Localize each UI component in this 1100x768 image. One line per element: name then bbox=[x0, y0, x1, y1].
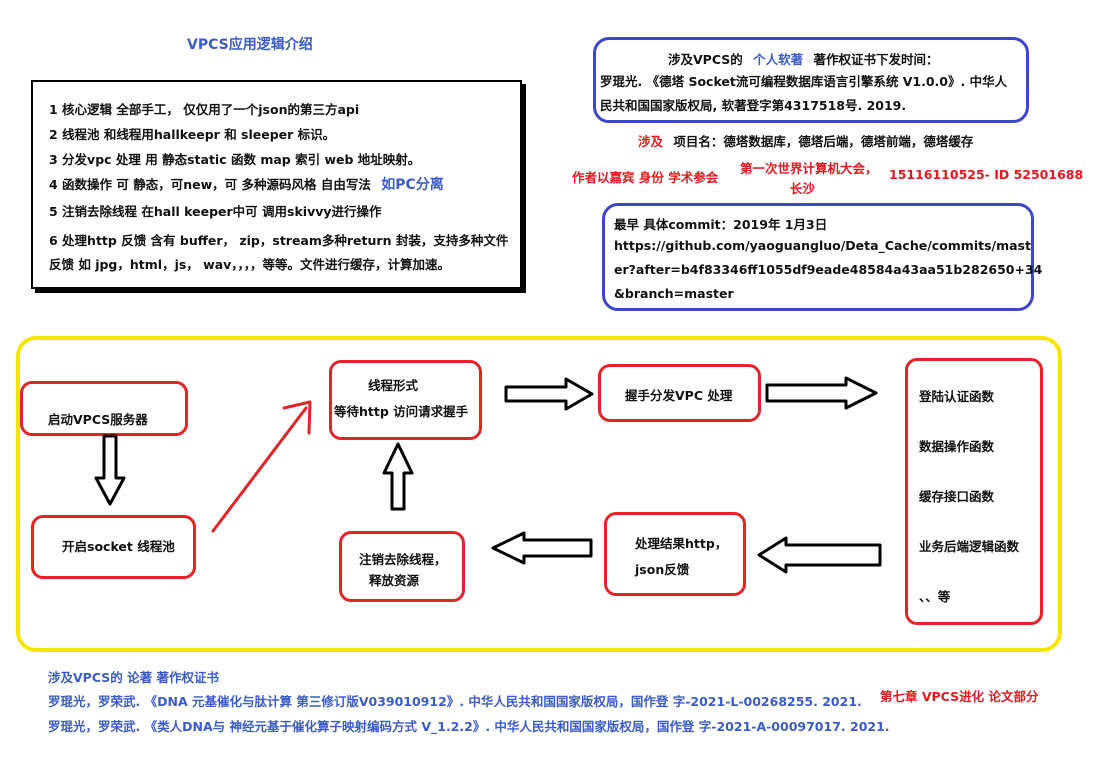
core-line-3: 3 分发vpc 处理 用 静态static 函数 map 索引 web 地址映射… bbox=[49, 152, 421, 167]
function-data: 数据操作函数 bbox=[919, 439, 995, 454]
core-line-2: 2 线程池 和线程用hallkeepr 和 sleeper 标识。 bbox=[49, 127, 336, 142]
core-line-7: 反馈 如 jpg，html，js， wav，，，，等等。文件进行缓存，计算加速。 bbox=[49, 257, 451, 272]
arrow-up-icon bbox=[382, 442, 414, 511]
core-line-1: 1 核心逻辑 全部手工， 仅仅用了一个json的第三方api bbox=[49, 102, 360, 117]
conference-name: 第一次世界计算机大会， bbox=[740, 161, 878, 176]
commit-date: 最早 具体commit：2019年 1月3日 bbox=[614, 217, 828, 232]
thread-title: 线程形式 bbox=[368, 378, 419, 393]
commit-url-line-2: er?after=b4f83346ff1055df9eade48584a43aa… bbox=[614, 262, 1043, 277]
cancel-line-2: 释放资源 bbox=[369, 573, 420, 588]
core-line-6: 6 处理http 反馈 含有 buffer， zip，stream多种retur… bbox=[49, 233, 509, 248]
commit-box: 最早 具体commit：2019年 1月3日 https://github.co… bbox=[602, 203, 1042, 311]
projects-line: 涉及 项目名：德塔数据库，德塔后端，德塔前端，德塔缓存 bbox=[638, 131, 973, 150]
flow-frame bbox=[16, 336, 1062, 652]
arrow-right-icon bbox=[504, 377, 594, 411]
result-line-1: 处理结果http， bbox=[635, 536, 728, 551]
arrow-right-icon bbox=[765, 376, 878, 410]
copyright-line-2: 罗琨光. 《德塔 Socket流可编程数据库语言引擎系统 V1.0.0》. 中华… bbox=[600, 74, 1008, 89]
chapter-note: 第七章 VPCS进化 论文部分 bbox=[880, 689, 1039, 704]
copyright-prefix: 涉及VPCS的 bbox=[668, 52, 743, 67]
function-business: 业务后端逻辑函数 bbox=[919, 539, 1020, 554]
functions-box: 登陆认证函数 数据操作函数 缓存接口函数 业务后端逻辑函数 、、等 bbox=[905, 358, 1043, 625]
cancel-line-1: 注销去除线程， bbox=[359, 552, 447, 567]
dispatch-box: 握手分发VPC 处理 bbox=[598, 364, 761, 422]
socket-pool-label: 开启socket 线程池 bbox=[62, 539, 175, 554]
thread-subtitle: 等待http 访问请求握手 bbox=[334, 404, 469, 419]
start-server-label: 启动VPCS服务器 bbox=[48, 412, 148, 427]
arrow-left-icon bbox=[757, 536, 882, 574]
arrow-left-icon bbox=[491, 531, 593, 565]
copyright-highlight: 个人软著 bbox=[753, 52, 804, 67]
software-copyright-box: 涉及VPCS的 个人软著 著作权证书下发时间： 罗琨光. 《德塔 Socket流… bbox=[593, 37, 1029, 123]
function-cache: 缓存接口函数 bbox=[919, 489, 995, 504]
core-line-5: 5 注销去除线程 在hall keeper中可 调用skivvy进行操作 bbox=[49, 204, 382, 219]
page-title: VPCS应用逻辑介绍 bbox=[187, 37, 313, 53]
thread-box: 线程形式 等待http 访问请求握手 bbox=[329, 360, 482, 440]
function-login: 登陆认证函数 bbox=[919, 389, 995, 404]
dispatch-label: 握手分发VPC 处理 bbox=[625, 388, 733, 403]
footer-reference-1: 罗琨光，罗荣武. 《DNA 元基催化与肽计算 第三修订版V039010912》.… bbox=[48, 694, 862, 709]
result-line-2: json反馈 bbox=[635, 562, 690, 577]
result-box: 处理结果http， json反馈 bbox=[604, 512, 746, 596]
socket-pool-box: 开启socket 线程池 bbox=[31, 515, 196, 579]
copyright-suffix: 著作权证书下发时间： bbox=[813, 52, 939, 67]
cancel-thread-box: 注销去除线程， 释放资源 bbox=[339, 531, 465, 602]
commit-url-line-1: https://github.com/yaoguangluo/Deta_Cach… bbox=[614, 238, 1031, 253]
footer-heading: 涉及VPCS的 论著 著作权证书 bbox=[48, 670, 219, 685]
copyright-heading: 涉及VPCS的 个人软著 著作权证书下发时间： bbox=[668, 49, 939, 68]
core-line-4: 4 函数操作 可 静态，可new，可 多种源码风格 自由写法 如PC分离 bbox=[49, 174, 444, 194]
core-logic-box: 1 核心逻辑 全部手工， 仅仅用了一个json的第三方api 2 线程池 和线程… bbox=[31, 80, 522, 289]
commit-url-line-3: &branch=master bbox=[614, 286, 734, 301]
projects-text: 项目名：德塔数据库，德塔后端，德塔前端，德塔缓存 bbox=[673, 134, 974, 149]
conference-city: 长沙 bbox=[790, 181, 816, 196]
pc-separation-note: 如PC分离 bbox=[381, 177, 444, 193]
core-line-4-text: 4 函数操作 可 静态，可new，可 多种源码风格 自由写法 bbox=[49, 177, 371, 192]
function-etc: 、、等 bbox=[919, 589, 951, 604]
arrow-down-icon bbox=[94, 434, 126, 506]
guest-role: 作者以嘉宾 身份 学术参会 bbox=[572, 170, 719, 185]
projects-label: 涉及 bbox=[638, 134, 664, 149]
footer-reference-2: 罗琨光，罗荣武. 《类人DNA与 神经元基于催化算子映射编码方式 V_1.2.2… bbox=[48, 719, 890, 734]
arrow-diagonal-red-icon bbox=[211, 400, 312, 533]
copyright-line-3: 民共和国国家版权局, 软著登字第4317518号. 2019. bbox=[600, 98, 907, 113]
guest-id: 15116110525- ID 52501688 bbox=[889, 167, 1084, 182]
